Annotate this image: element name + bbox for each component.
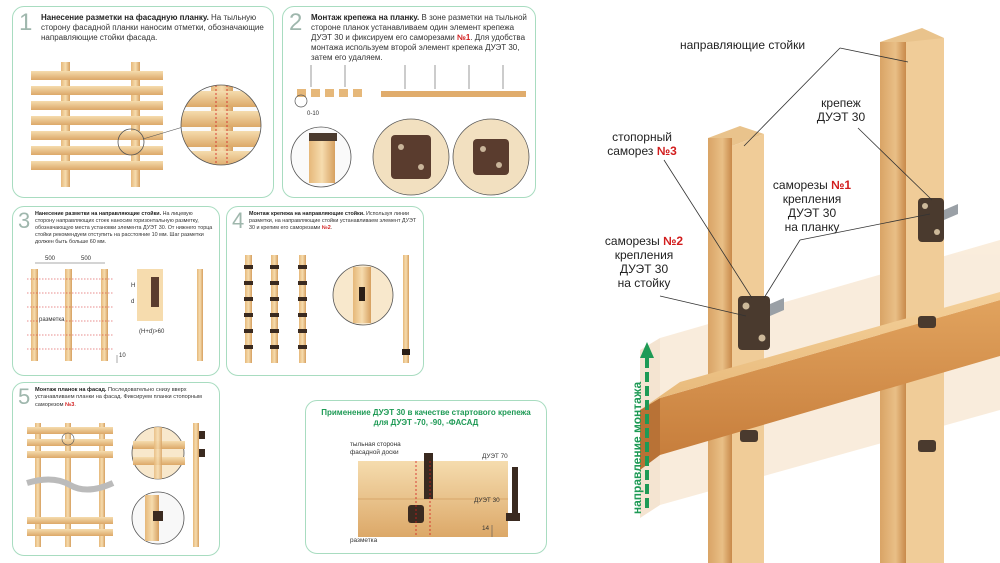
fastener-bottom-marks — [740, 316, 936, 452]
guide-post-right — [880, 28, 944, 563]
step-description: Нанесение разметки на направляющие стойк… — [35, 211, 213, 246]
fastener-marks — [244, 265, 307, 349]
marking-lines — [27, 278, 113, 350]
step-text: На тыльную сторону фасадной планки нанос… — [41, 13, 264, 42]
marking-label: разметка — [350, 537, 378, 544]
step-description: Нанесение разметки на фасадную планку. Н… — [41, 13, 266, 43]
bottom-offset-label: 10 — [119, 353, 126, 359]
step-number: 3 — [18, 208, 31, 233]
step-title: Монтаж крепежа на планку. — [311, 13, 420, 22]
step-title: Монтаж планок на фасад. — [35, 387, 107, 393]
step-number: 4 — [232, 208, 245, 233]
marking-label: разметка — [39, 317, 65, 324]
fastener-label: крепеж ДУЭТ 30 — [816, 96, 866, 124]
screw-number: №3 — [64, 401, 75, 408]
post-fastener-illustration — [244, 255, 410, 363]
dim-label: 0-10 — [307, 111, 320, 117]
screw-number: №1 — [831, 178, 852, 192]
step-description: Монтаж крепежа на направляющие стойки. И… — [249, 211, 417, 231]
step-description: Монтаж крепежа на планку. В зоне разметк… — [311, 13, 527, 62]
step-4-panel: 4 Монтаж крепежа на направляющие стойки.… — [226, 206, 424, 376]
step-number: 5 — [18, 384, 31, 409]
step-text: На лицевую сторону направляющих стоек на… — [35, 211, 213, 245]
fastener-mounting-illustration: 0-10 — [290, 65, 530, 196]
screw-number: №2 — [663, 234, 684, 248]
plank-marking-illustration — [31, 62, 262, 187]
guide-posts-label: направляющие стойки — [680, 38, 806, 52]
step-description: Монтаж планок на фасад. Последовательно … — [35, 387, 202, 408]
duet30-fastener-lower — [738, 296, 784, 350]
panel-title: Применение ДУЭТ 30 в качестве стартового… — [321, 408, 531, 427]
duet70-label: ДУЭТ 70 — [482, 453, 508, 460]
d-label: d — [131, 299, 135, 305]
guide-posts — [245, 255, 306, 363]
step-title: Нанесение разметки на направляющие стойк… — [35, 211, 162, 217]
plank-blocks — [297, 89, 362, 97]
back-side-label: тыльная сторона фасадной доски — [350, 441, 401, 456]
step-3-panel: 3 Нанесение разметки на направляющие сто… — [12, 206, 220, 376]
stop-screw-label: стопорный саморез №3 — [607, 130, 677, 158]
h-label: H — [131, 283, 136, 289]
starter-fastener-illustration — [358, 453, 520, 537]
screw-number: №3 — [656, 144, 677, 158]
screws-2-label: саморезы №2 крепления ДУЭТ 30 на стойку — [604, 234, 684, 290]
direction-label: направление монтажа — [630, 381, 644, 515]
step-number: 1 — [19, 9, 33, 36]
facade-planks — [31, 71, 163, 170]
post-marking-illustration — [27, 262, 203, 363]
dim-500-left: 500 — [45, 256, 56, 262]
screws-1-label: саморезы №1 крепления ДУЭТ 30 на планку — [772, 178, 852, 234]
screw-number: №2 — [321, 225, 331, 231]
dim-500-right: 500 — [81, 256, 92, 262]
formula-label: (H+d)>60 — [139, 329, 165, 335]
dim-14-label: 14 — [482, 525, 490, 532]
guide-posts — [31, 269, 108, 361]
duet30-fastener-upper — [918, 198, 958, 242]
direction-arrow — [640, 342, 654, 508]
step-5-panel: 5 Монтаж планок на фасад. Последовательн… — [12, 382, 220, 556]
plank-installation-illustration — [26, 423, 205, 547]
duet30-label: ДУЭТ 30 — [474, 497, 500, 504]
screw-markers — [310, 65, 504, 89]
step-title: Нанесение разметки на фасадную планку. — [41, 13, 209, 22]
step-1-panel: 1 Нанесение разметки на фасадную планку.… — [12, 6, 274, 198]
step-title: Монтаж крепежа на направляющие стойки. — [249, 211, 365, 217]
starter-fastener-panel: Применение ДУЭТ 30 в качестве стартового… — [305, 400, 547, 554]
screw-number: №1 — [456, 33, 471, 42]
installed-planks — [27, 427, 113, 536]
step-number: 2 — [289, 9, 303, 36]
step-2-panel: 2 Монтаж крепежа на планку. В зоне разме… — [282, 6, 536, 198]
leader-lines — [659, 47, 933, 317]
